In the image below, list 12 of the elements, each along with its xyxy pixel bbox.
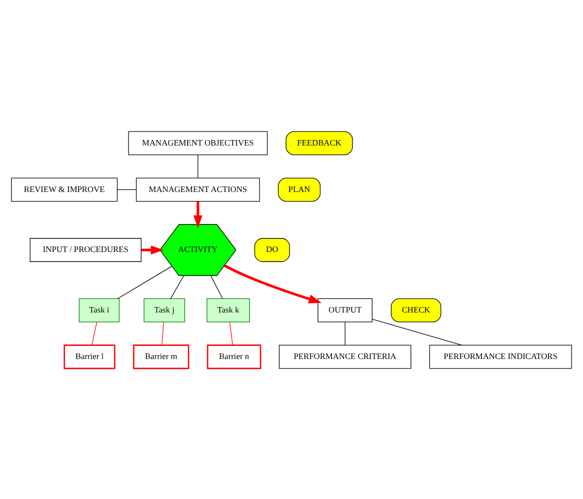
- arrow: [224, 264, 322, 303]
- connector: [116, 188, 137, 190]
- connector: [92, 321, 98, 345]
- connector: [162, 321, 164, 345]
- connector: [229, 321, 233, 345]
- arrow: [141, 244, 164, 254]
- connector: [170, 274, 184, 298]
- arrow: [193, 200, 202, 228]
- connector: [372, 318, 462, 345]
- connector: [210, 274, 223, 298]
- connector: [344, 321, 346, 345]
- connector: [117, 266, 172, 298]
